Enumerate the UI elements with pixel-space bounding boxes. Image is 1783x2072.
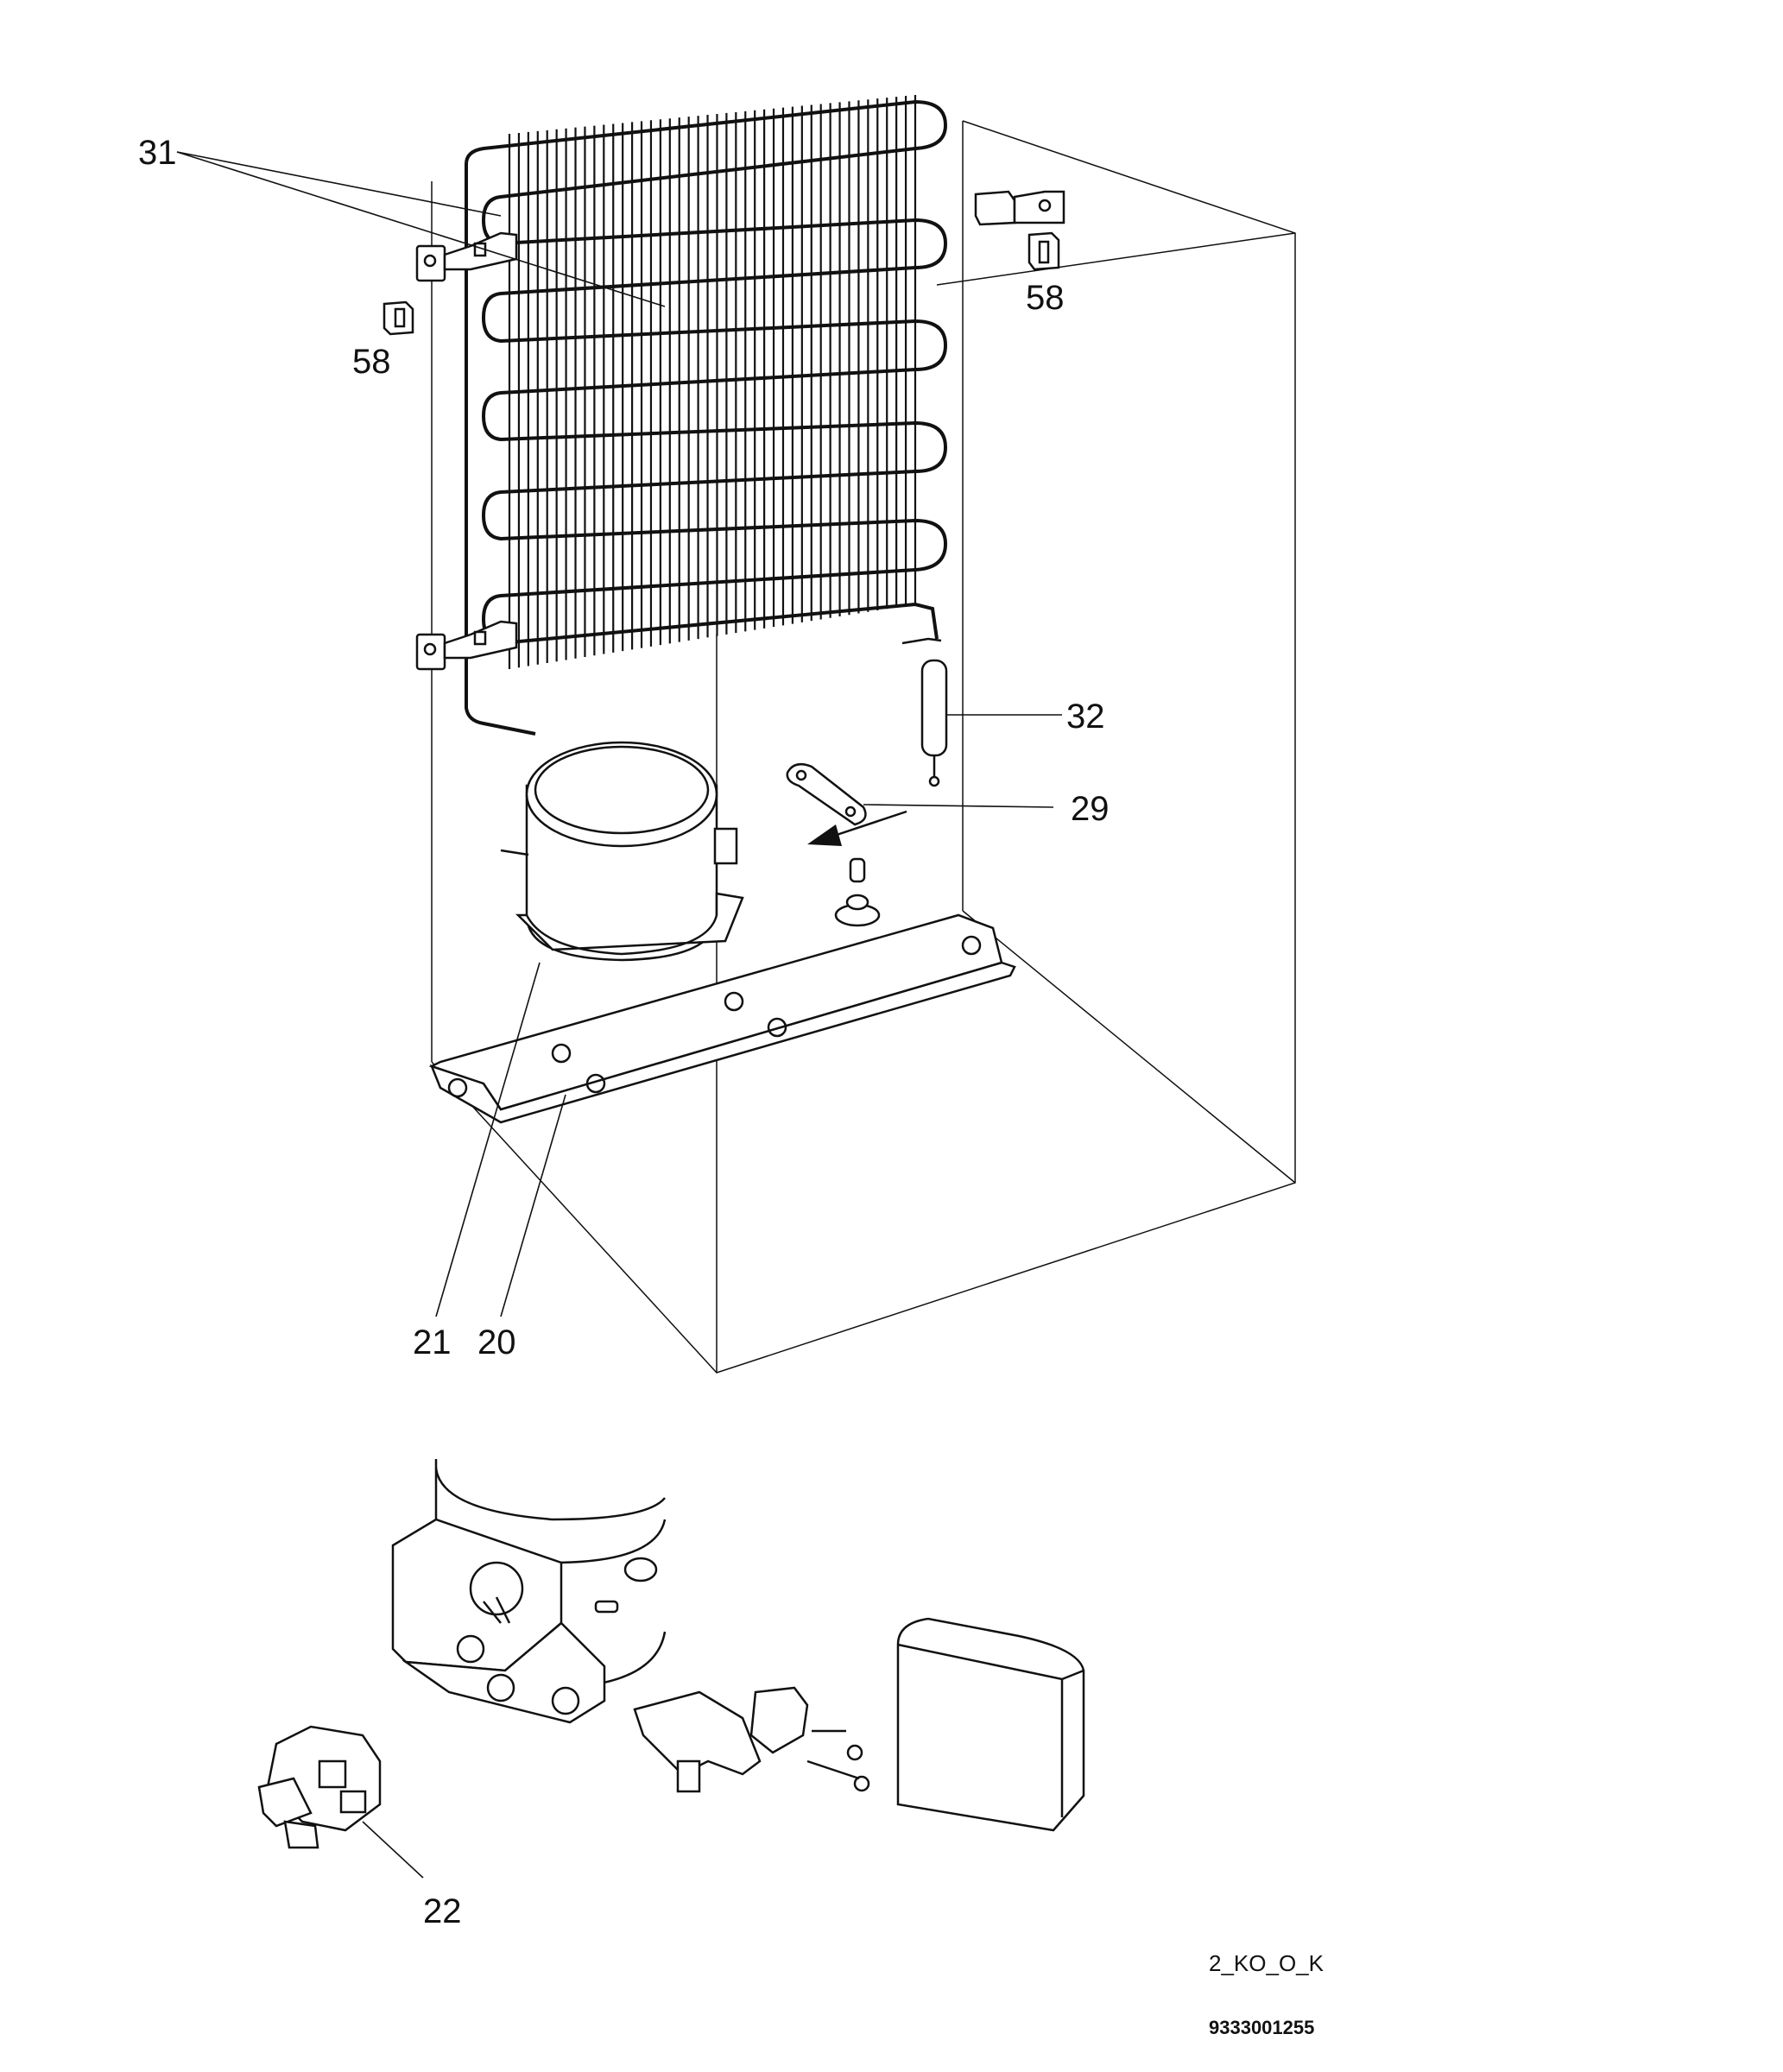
- callout-21: 21: [413, 1323, 452, 1361]
- starter-relay: [257, 1725, 382, 1849]
- cabinet-outline: [431, 120, 1296, 1374]
- clip-right: [1027, 231, 1060, 271]
- compressor-side-detail: [391, 1459, 667, 1724]
- clip-left: [383, 300, 414, 336]
- arrow-icon: [807, 810, 907, 846]
- callout-20: 20: [477, 1323, 516, 1361]
- condenser: [465, 95, 948, 736]
- rubber-grommet: [834, 857, 881, 927]
- condenser-fins: [508, 95, 917, 669]
- part-number: 9333001255: [1209, 2017, 1314, 2038]
- terminal-cover: [896, 1617, 1085, 1832]
- compressor: [500, 741, 744, 962]
- leader-lines: [176, 151, 1062, 1879]
- callout-58-right: 58: [1026, 279, 1065, 317]
- base-rail: [428, 913, 1016, 1124]
- bracket-top-right: [974, 190, 1065, 226]
- mounting-plate: [786, 762, 867, 826]
- filter-drier: [901, 637, 948, 787]
- callout-29: 29: [1071, 790, 1110, 828]
- condenser-bracket-bottom-left: [415, 620, 518, 671]
- callout-32: 32: [1066, 698, 1105, 736]
- overload-protector: [633, 1686, 870, 1793]
- callout-22: 22: [423, 1892, 462, 1930]
- condenser-bracket-top-left: [415, 231, 518, 282]
- group-code: 2_KO_O_K: [1209, 1950, 1325, 1976]
- callout-31: 31: [138, 134, 177, 172]
- callout-58-left: 58: [352, 343, 391, 381]
